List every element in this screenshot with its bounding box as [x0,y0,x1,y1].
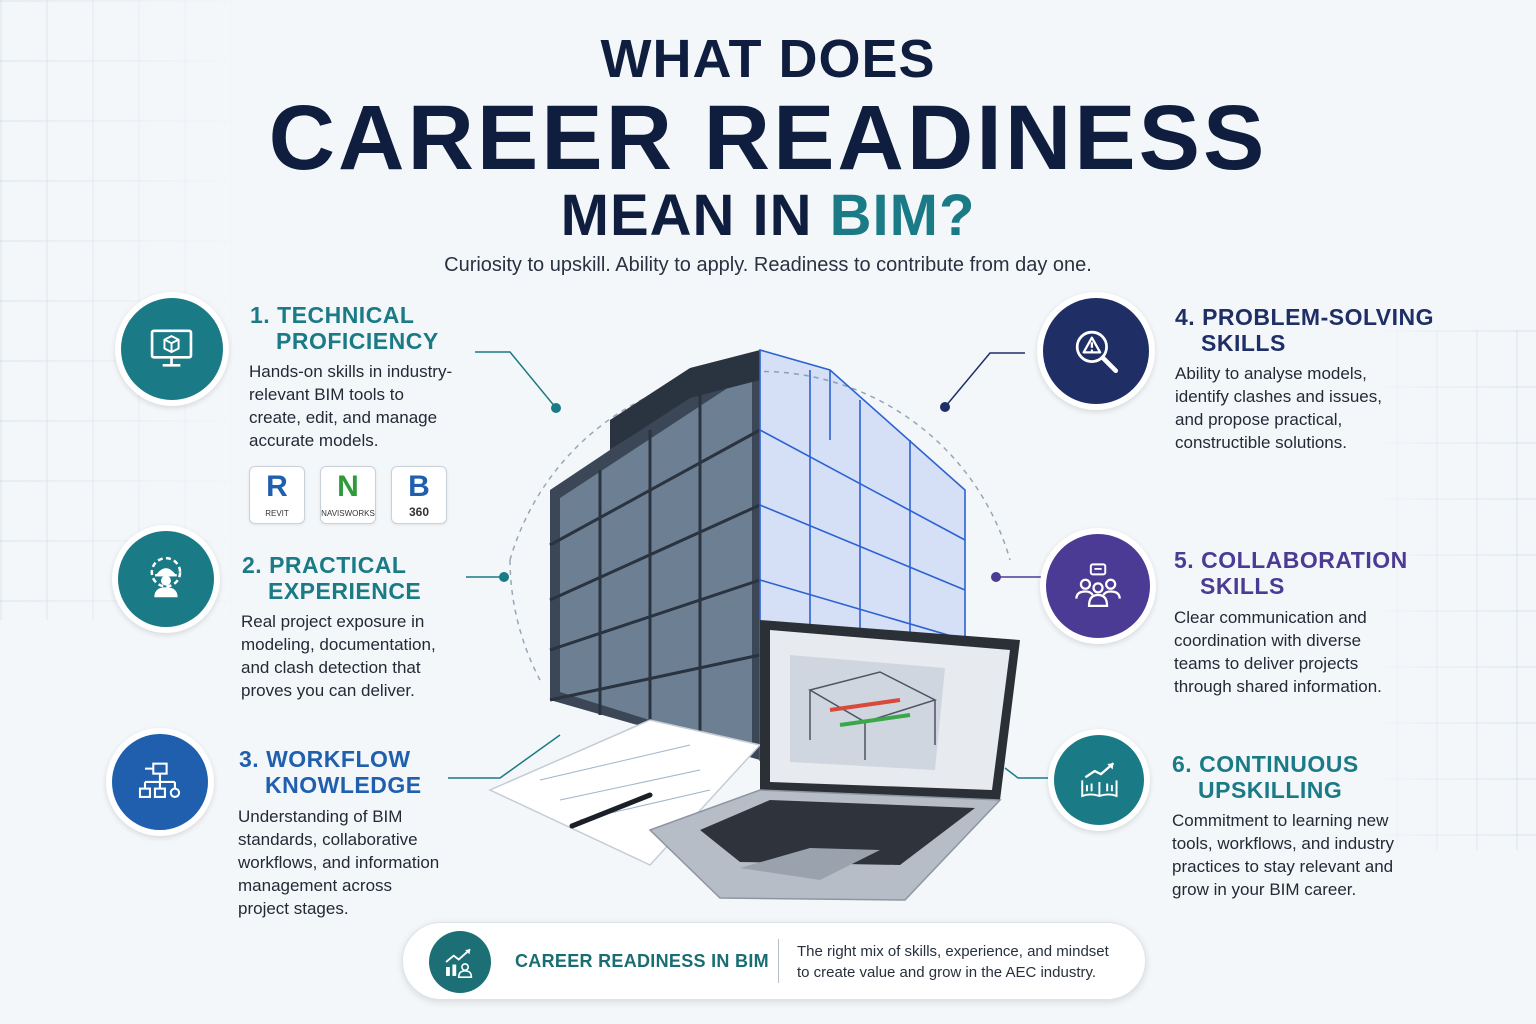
title-line-1: WHAT DOES [600,29,936,89]
technical-proficiency-badge [115,292,229,406]
footer-summary-card: CAREER READINESS IN BIM The right mix of… [402,922,1146,1000]
item-4-heading: 4. PROBLEM-SOLVING SKILLS [1175,304,1435,356]
problem-solving-badge [1037,292,1155,410]
team-chat-icon [1075,563,1121,607]
bim360-logo: B 360 [391,466,447,524]
practical-experience-badge [112,525,220,633]
item-2-heading: 2. PRACTICAL EXPERIENCE [242,552,422,604]
item-6-heading: 6. CONTINUOUS UPSKILLING [1172,751,1359,803]
background-grid-right [1356,330,1536,850]
connector-3 [448,734,561,779]
dashed-arc [509,370,1011,561]
monitor-cube-icon [151,329,193,368]
navisworks-logo: N NAVISWORKS [320,466,376,524]
tagline: Curiosity to upskill. Ability to apply. … [444,254,1092,276]
revit-logo: R REVIT [249,466,305,524]
workflow-icon [138,762,181,799]
title-line-2: CAREER READINESS [268,87,1268,189]
drawing-sheets [488,719,762,866]
building-blue-wireframe [759,348,966,761]
title-line-3: MEAN IN BIM? [0,182,1536,249]
footer-description: The right mix of skills, experience, and… [797,943,1109,981]
connector-6 [1004,767,1048,779]
title-accent-bim: BIM? [829,183,976,248]
building-grey [549,350,761,760]
item-1-heading: 1. TECHNICAL PROFICIENCY [250,302,439,354]
collaboration-badge [1040,528,1156,644]
connector-4 [944,352,1025,408]
item-3-heading: 3. WORKFLOW KNOWLEDGE [239,746,422,798]
item-1-description: Hands-on skills in industry-relevant BIM… [249,362,453,450]
footer-title: CAREER READINESS IN BIM [515,951,769,971]
laptop [648,620,1020,901]
growth-chart-people-icon [445,948,473,978]
footer-divider [778,939,779,983]
item-5-heading: 5. COLLABORATION SKILLS [1174,547,1408,599]
book-growth-icon [1080,761,1118,798]
continuous-upskilling-badge [1048,729,1150,831]
workflow-knowledge-badge [106,728,214,836]
connector-1 [475,351,557,409]
footer-badge [429,931,491,993]
pen [569,792,653,829]
title-line-3-prefix: MEAN IN [560,183,830,248]
worker-gear-icon [150,556,182,598]
item-4-description: Ability to analyse models,identify clash… [1175,364,1382,452]
magnifier-warning-icon [1076,331,1119,374]
